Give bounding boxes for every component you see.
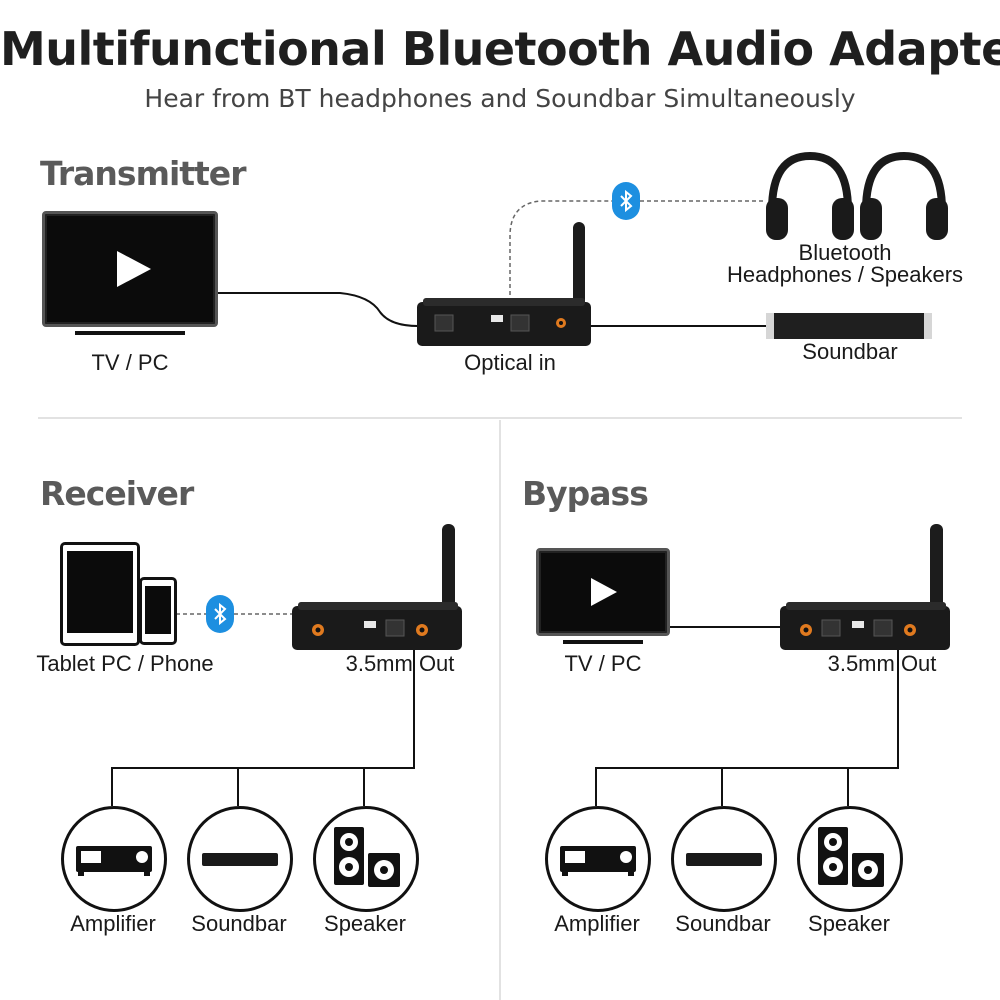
headphones-label-line1: Bluetooth — [798, 240, 892, 265]
tv-icon — [42, 211, 218, 327]
soundbar-circle — [187, 806, 293, 912]
soundbar-circle — [671, 806, 777, 912]
tv-to-device-cable — [218, 292, 419, 327]
bypass-source-label: TV / PC — [564, 651, 642, 676]
headphones-icon — [766, 151, 948, 240]
page-title: Multifunctional Bluetooth Audio Adapter — [0, 22, 1000, 76]
play-icon — [117, 251, 151, 287]
soundbar-icon — [202, 853, 278, 866]
amplifier-icon — [76, 846, 152, 876]
bluetooth-icon — [206, 595, 234, 633]
adapter-device — [780, 524, 950, 650]
speaker-icon — [818, 827, 884, 887]
tx-soundbar-label: Soundbar — [802, 339, 898, 364]
speaker-circle — [797, 806, 903, 912]
rx-output-amplifier-label: Amplifier — [70, 911, 156, 936]
receiver-title: Receiver — [40, 474, 194, 513]
rx-output-tree — [111, 648, 415, 806]
amplifier-circle — [61, 806, 167, 912]
rx-device-label: 3.5mm Out — [345, 651, 455, 676]
page-subtitle: Hear from BT headphones and Soundbar Sim… — [144, 84, 856, 113]
bypass-output-amplifier-label: Amplifier — [554, 911, 640, 936]
speaker-circle — [313, 806, 419, 912]
adapter-device — [292, 524, 462, 650]
soundbar-icon — [766, 313, 932, 339]
bypass-output-tree — [595, 648, 899, 806]
bypass-output-soundbar-label: Soundbar — [675, 911, 771, 936]
tv-icon — [536, 548, 670, 636]
phone-icon — [139, 577, 177, 645]
tx-headphones-label: Bluetooth Headphones / Speakers — [720, 242, 970, 286]
rx-source-label: Tablet PC / Phone — [36, 651, 214, 676]
bypass-title: Bypass — [522, 474, 649, 513]
bypass-output-speaker-label: Speaker — [808, 911, 890, 936]
tv-stand — [75, 331, 185, 335]
rx-output-soundbar-label: Soundbar — [191, 911, 287, 936]
transmitter-title: Transmitter — [40, 154, 246, 193]
amplifier-icon — [560, 846, 636, 876]
tv-stand — [563, 640, 643, 644]
play-icon — [591, 578, 617, 606]
speaker-icon — [334, 827, 400, 887]
soundbar-icon — [686, 853, 762, 866]
bypass-device-label: 3.5mm Out — [827, 651, 937, 676]
tx-source-label: TV / PC — [91, 350, 169, 375]
adapter-device — [417, 222, 591, 346]
bt-link-dashed — [509, 200, 612, 302]
bluetooth-icon — [612, 182, 640, 220]
rx-output-speaker-label: Speaker — [324, 911, 406, 936]
amplifier-circle — [545, 806, 651, 912]
tx-device-label: Optical in — [464, 350, 556, 375]
headphones-label-line2: Headphones / Speakers — [726, 262, 964, 287]
tablet-icon — [60, 542, 140, 646]
